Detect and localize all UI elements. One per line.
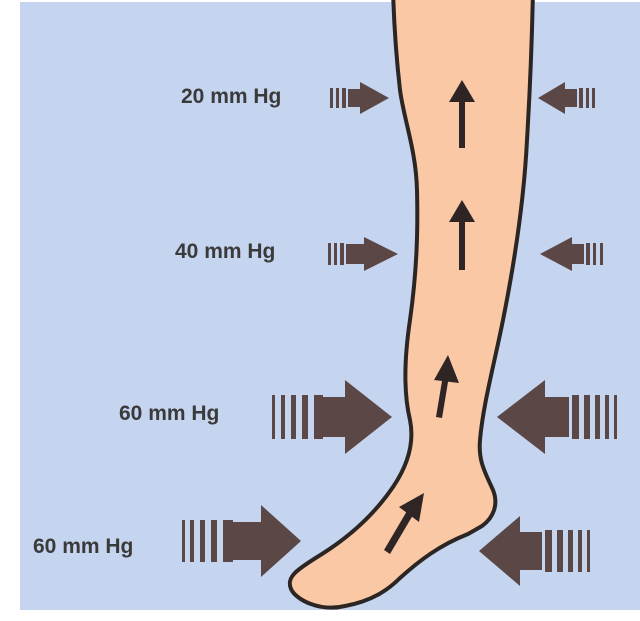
pressure-label-60-upper: 60 mm Hg [119,402,219,425]
pressure-label-60-lower: 60 mm Hg [33,535,133,558]
pressure-label-20: 20 mm Hg [181,85,281,108]
pressure-label-40: 40 mm Hg [175,240,275,263]
